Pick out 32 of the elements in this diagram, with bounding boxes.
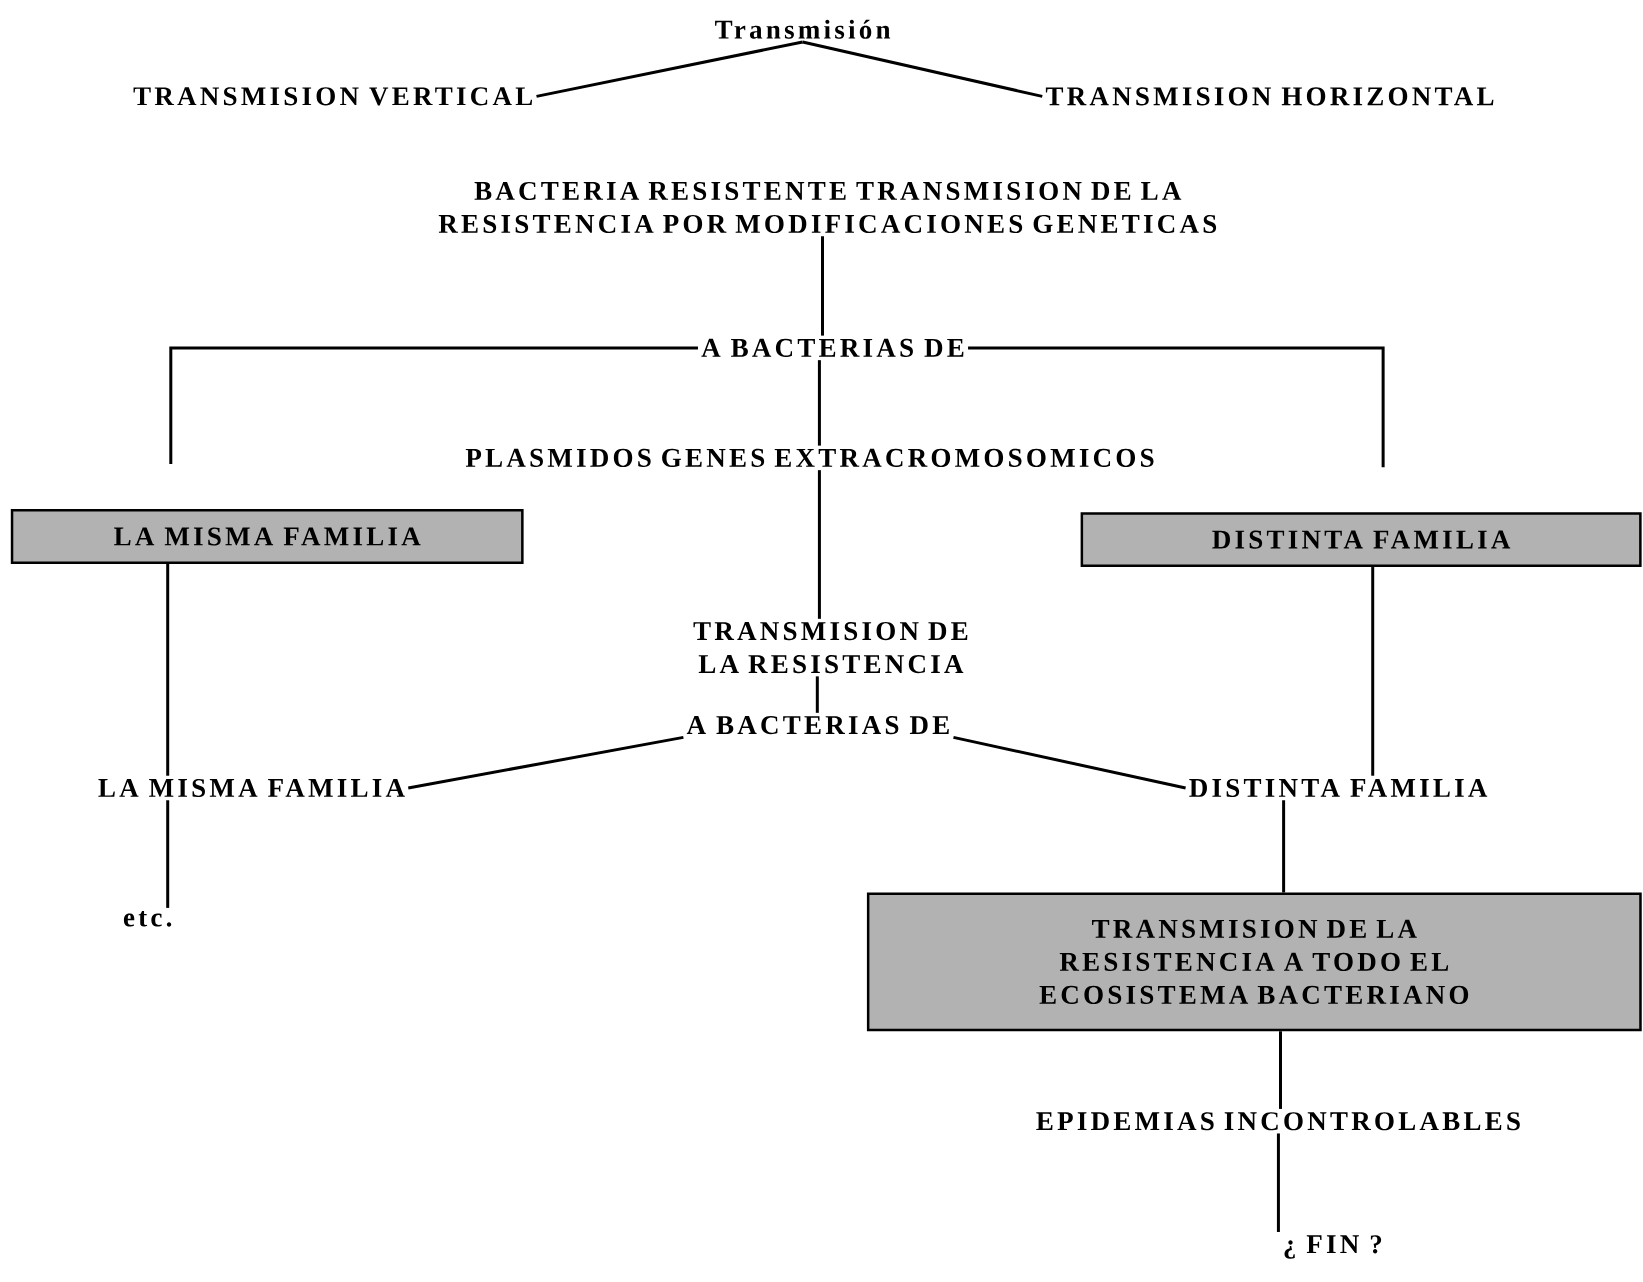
label-text: TRANSMISION DE LA RESISTENCIA (693, 622, 968, 674)
process-box: LA MISMA FAMILIA (10, 509, 524, 564)
connector-line (968, 346, 1385, 468)
connector-line (821, 236, 824, 336)
connector-line (1279, 1031, 1282, 1109)
label-text: etc. (123, 911, 172, 927)
label-text: TRANSMISION VERTICAL (133, 87, 533, 106)
label-text: PLASMIDOS GENES EXTRACROMOSOMICOS (465, 448, 1154, 467)
process-box: DISTINTA FAMILIA (1080, 512, 1642, 568)
label-text: LA MISMA FAMILIA (98, 778, 405, 798)
connector-line (166, 563, 170, 776)
label-text: A BACTERIAS DE (686, 716, 949, 735)
connector-line (169, 346, 698, 465)
connector-line (817, 470, 821, 619)
connector-line (166, 800, 170, 908)
connector-line (536, 40, 803, 98)
label-text: Transmisión (715, 19, 891, 39)
label-text: A BACTERIAS DE (701, 338, 964, 357)
connector-line (817, 360, 821, 446)
label-text: TRANSMISION HORIZONTAL (1045, 87, 1494, 106)
connector-line (802, 40, 1043, 98)
connector-line (408, 735, 684, 790)
label-text: BACTERIA RESISTENTE TRANSMISION DE LA RESISTENCIA POR MODIFICACIONES GENETICAS (438, 181, 1217, 234)
connector-line (953, 735, 1186, 790)
connector-line (1282, 800, 1286, 893)
connector-line (815, 676, 819, 713)
label-text: DISTINTA FAMILIA (1189, 778, 1488, 798)
label-text: ¿ FIN ? (1284, 1235, 1382, 1259)
label-text: EPIDEMIAS INCONTROLABLES (1036, 1112, 1520, 1131)
connector-line (1276, 1133, 1280, 1232)
connector-line (1371, 567, 1375, 776)
process-box: TRANSMISION DE LA RESISTENCIA A TODO EL ECOSISTEMA BACTERIANO (866, 892, 1642, 1032)
